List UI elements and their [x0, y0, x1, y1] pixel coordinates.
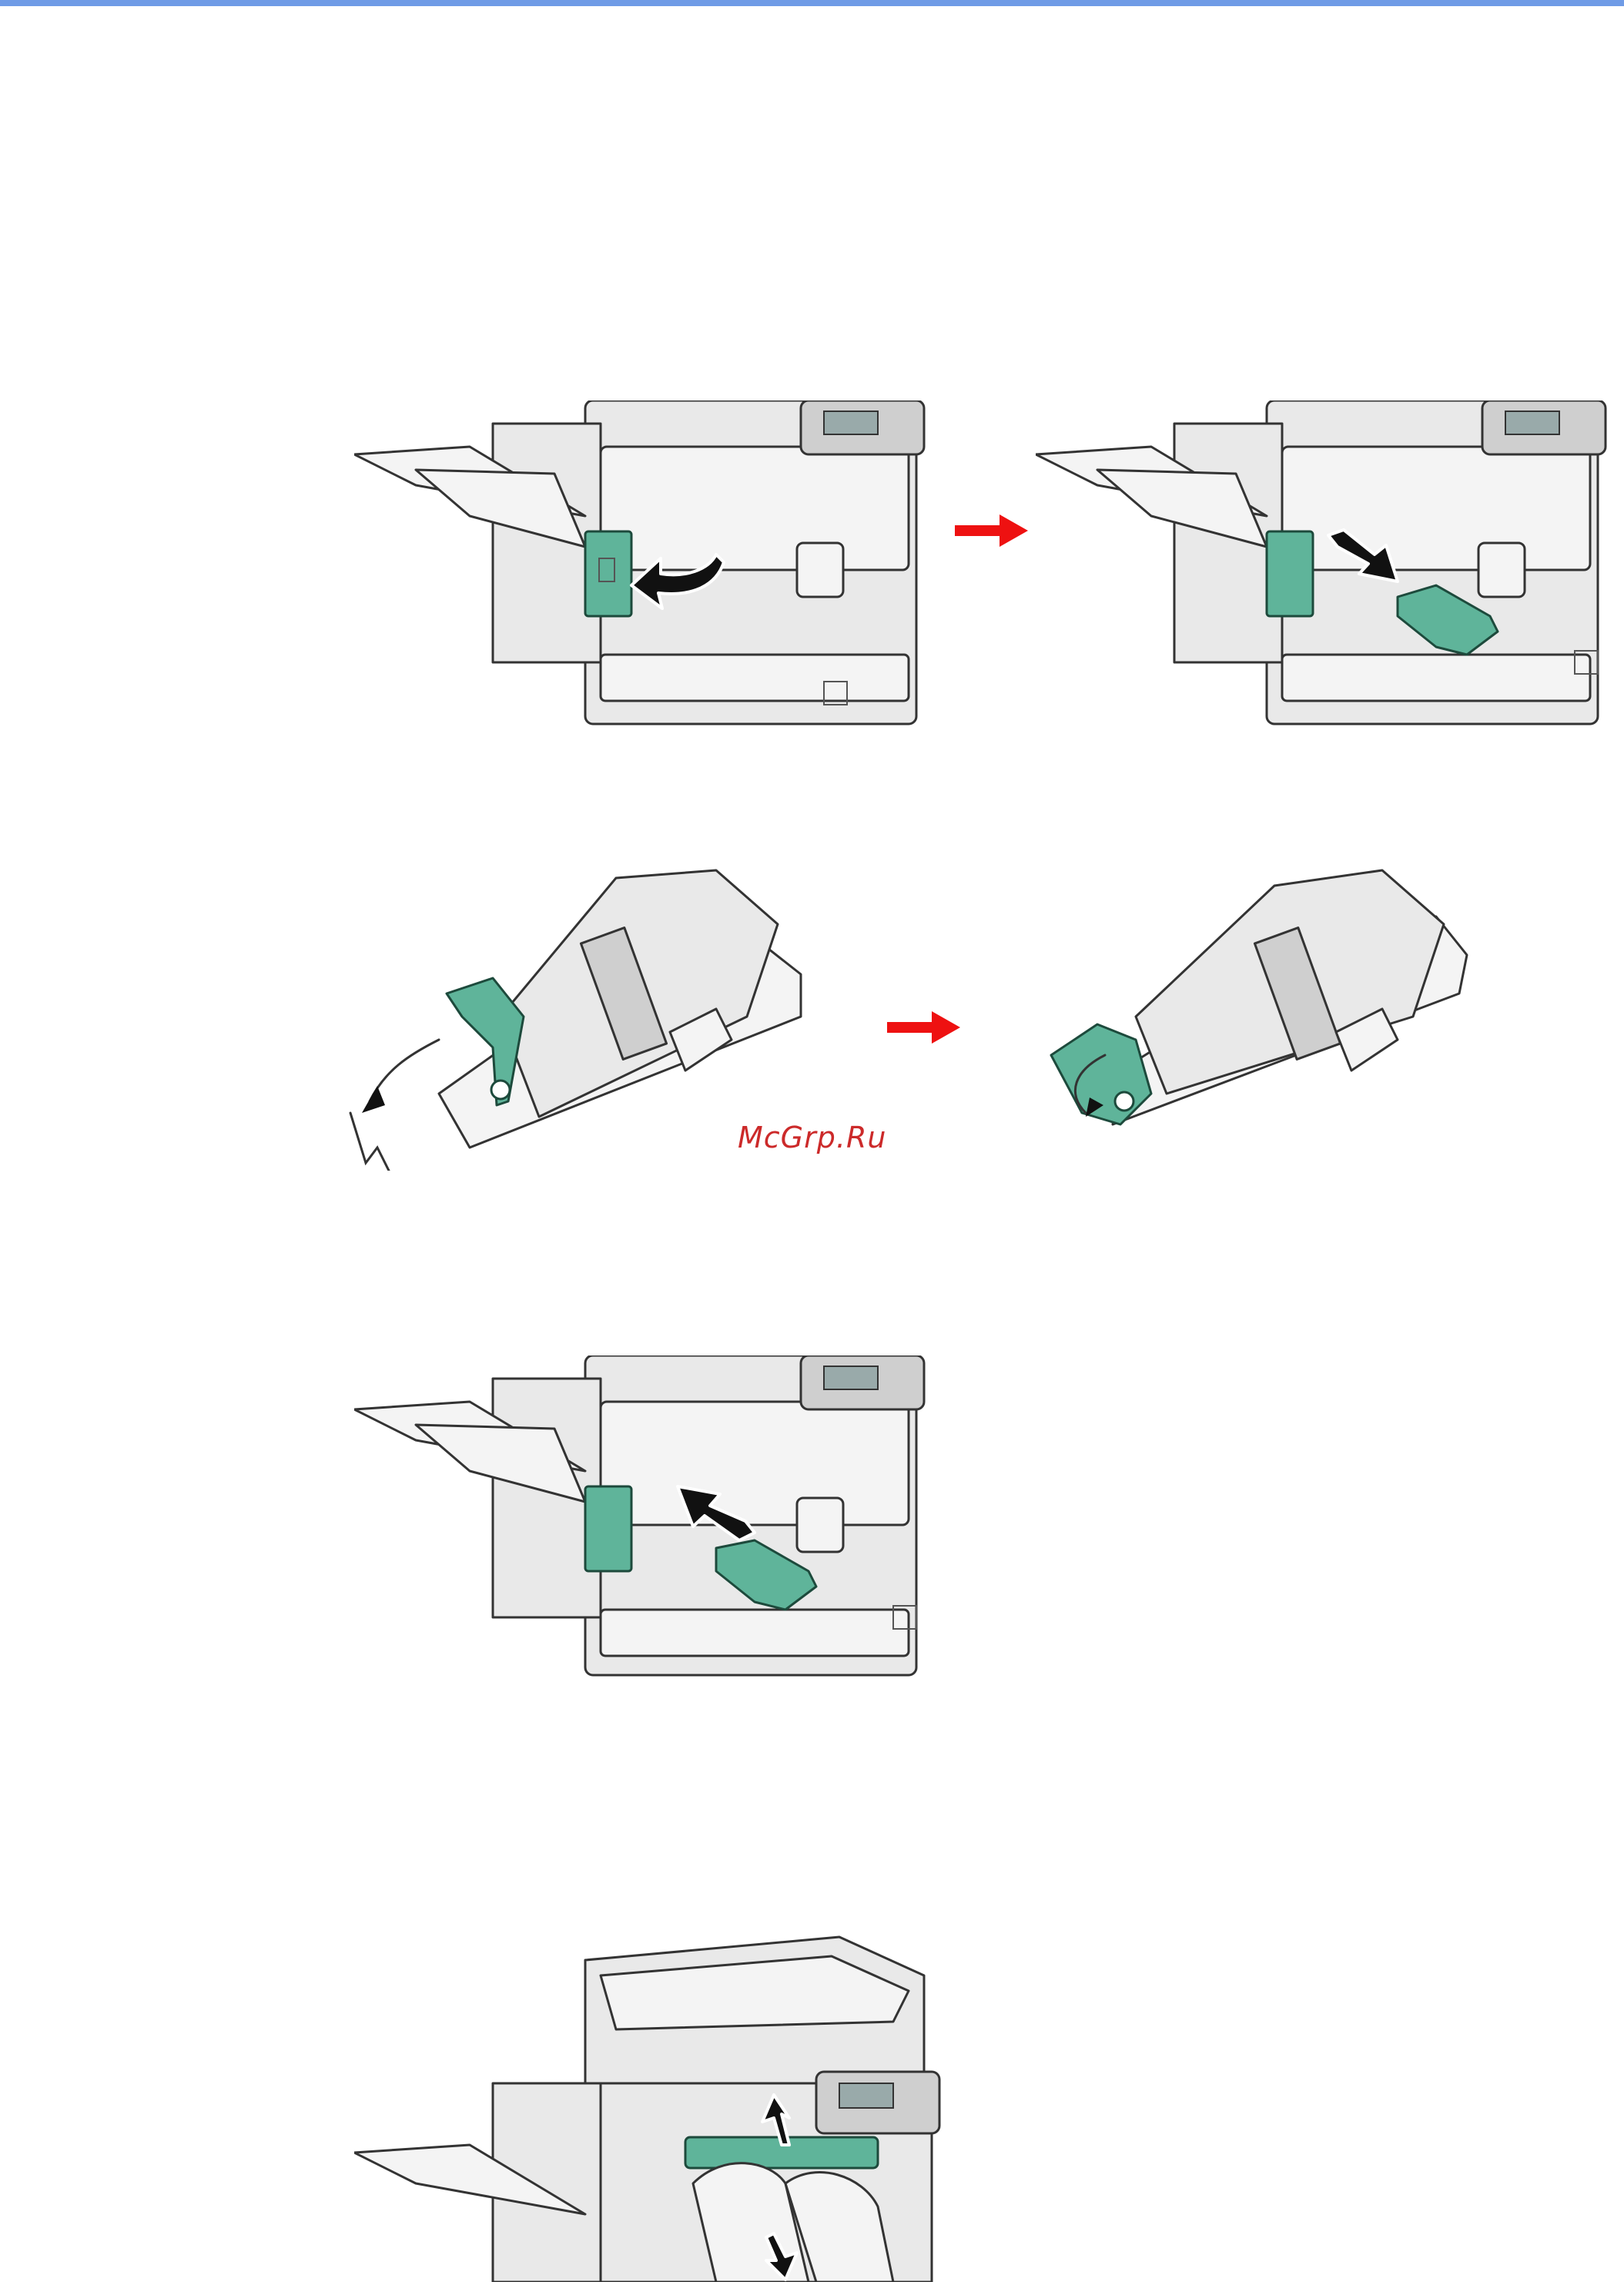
next-step-arrow-icon [955, 514, 1028, 547]
watermark-text: McGrp.Ru [738, 1121, 886, 1154]
printer-remove-staple-cartridge-illustration [1036, 400, 1624, 728]
header-accent-rule [0, 0, 1624, 6]
next-step-arrow-icon [887, 1011, 960, 1044]
printer-open-staple-door-illustration [354, 400, 955, 728]
printer-insert-staple-cartridge-illustration [354, 1355, 955, 1679]
printer-clear-staple-jam-hands-illustration [354, 1929, 955, 2282]
staple-cartridge-closed-illustration [1043, 839, 1471, 1171]
